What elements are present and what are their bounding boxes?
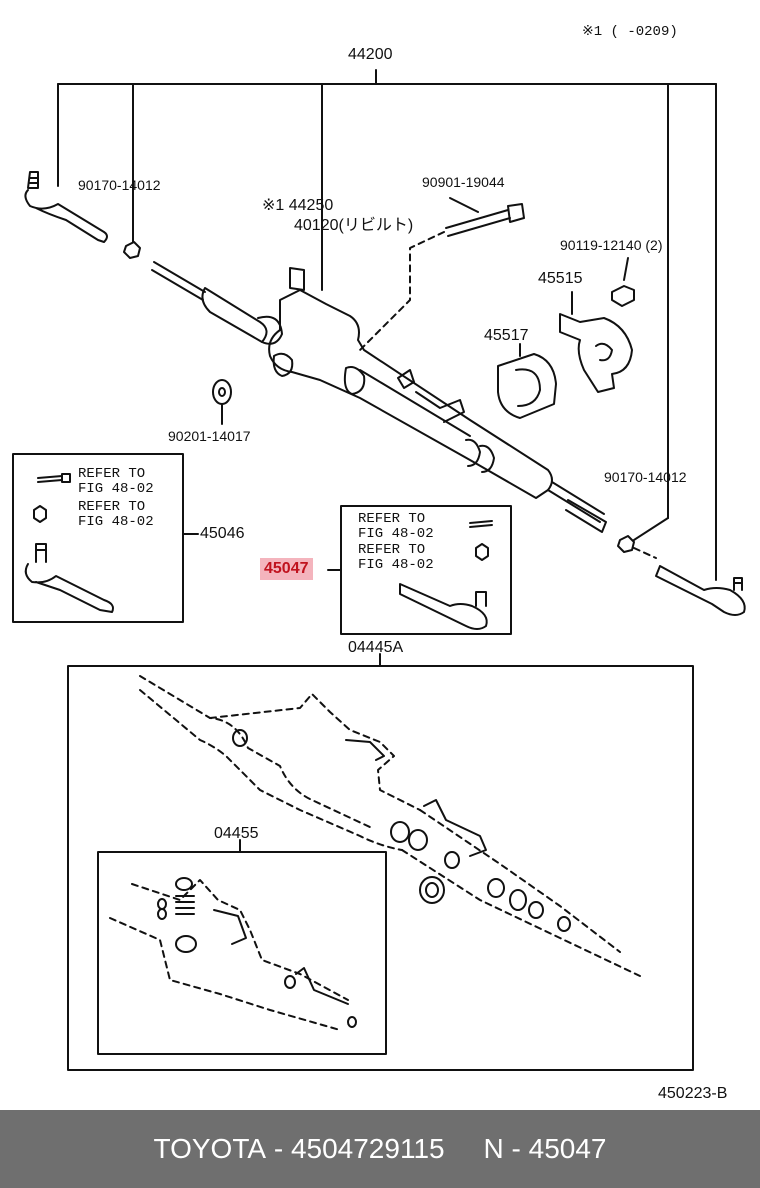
label-90170-left: 90170-14012 [78, 177, 161, 193]
box-45047-small-bolt [469, 520, 493, 528]
label-44250: ※1 44250 [262, 197, 334, 214]
label-04455: 04455 [214, 825, 259, 842]
box-45046-small-nut [33, 505, 47, 523]
label-90119: 90119-12140 (2) [560, 237, 663, 253]
bolt-90901-dashed-leader [359, 231, 445, 351]
label-45517: 45517 [484, 327, 529, 344]
kit-04445A-seals [232, 729, 571, 932]
box-45047-tie-rod [399, 583, 488, 630]
box-45046-small-bolt [37, 473, 71, 483]
refer-left-line4: FIG 48-02 [78, 514, 154, 530]
kit-04445A-parts [139, 675, 641, 977]
tie-rod-end-right [655, 565, 746, 616]
parts-diagram: ※1 ( -0209) 44200 90170-14012 ※1 44250 4… [12, 24, 746, 1102]
figure-code: 450223-B [658, 1085, 728, 1102]
nut-right [617, 535, 635, 553]
bolt-90901 [445, 197, 525, 237]
footer-bar: TOYOTA - 4504729115 N - 45047 [0, 1110, 760, 1188]
box-45046 [12, 453, 184, 623]
washer-90201 [212, 379, 232, 425]
box-04455 [97, 851, 387, 1055]
refer-right-line1: REFER TO [358, 511, 426, 527]
diagram-drawing [12, 69, 746, 1071]
tie-rod-end-left [24, 171, 108, 243]
box-45046-tie-rod [24, 543, 114, 613]
footer-gap [445, 1133, 484, 1165]
refer-right-line3: REFER TO [358, 542, 426, 558]
box-04445A [67, 665, 694, 1071]
leader-44200 [57, 69, 717, 581]
bolt-90119 [611, 257, 635, 307]
steering-rack-body [151, 261, 607, 533]
refer-right-line2: FIG 48-02 [358, 526, 434, 542]
kit-04455-seals [157, 877, 357, 1028]
label-90201: 90201-14017 [168, 428, 251, 444]
nut-left [123, 241, 141, 259]
box-45047-small-nut [475, 543, 489, 561]
nut-right-dashed-leader [633, 547, 657, 559]
label-90170-right: 90170-14012 [604, 469, 687, 485]
footer-sep1: - [266, 1133, 291, 1164]
label-40120: 40120(リビルト) [294, 217, 414, 234]
bushing-45517 [497, 343, 557, 419]
label-04445A: 04445A [348, 639, 404, 656]
refer-right-line4: FIG 48-02 [358, 557, 434, 573]
header-note: ※1 ( -0209) [582, 24, 678, 40]
footer-ref: 45047 [528, 1133, 607, 1164]
footer-part-number[interactable]: 4504729115 [290, 1133, 445, 1164]
label-45046: 45046 [200, 525, 245, 542]
label-45515: 45515 [538, 270, 583, 287]
refer-left-line1: REFER TO [78, 466, 146, 482]
footer-n-label: N [483, 1133, 504, 1164]
bracket-45515 [559, 291, 633, 393]
label-90901: 90901-19044 [422, 174, 505, 190]
label-45047-highlighted[interactable]: 45047 [260, 558, 313, 580]
footer-sep2: - [503, 1133, 529, 1164]
footer-brand: TOYOTA [153, 1133, 267, 1164]
refer-left-line3: REFER TO [78, 499, 146, 515]
label-44200: 44200 [348, 46, 393, 63]
refer-left-line2: FIG 48-02 [78, 481, 154, 497]
kit-04455-parts [109, 879, 349, 1031]
